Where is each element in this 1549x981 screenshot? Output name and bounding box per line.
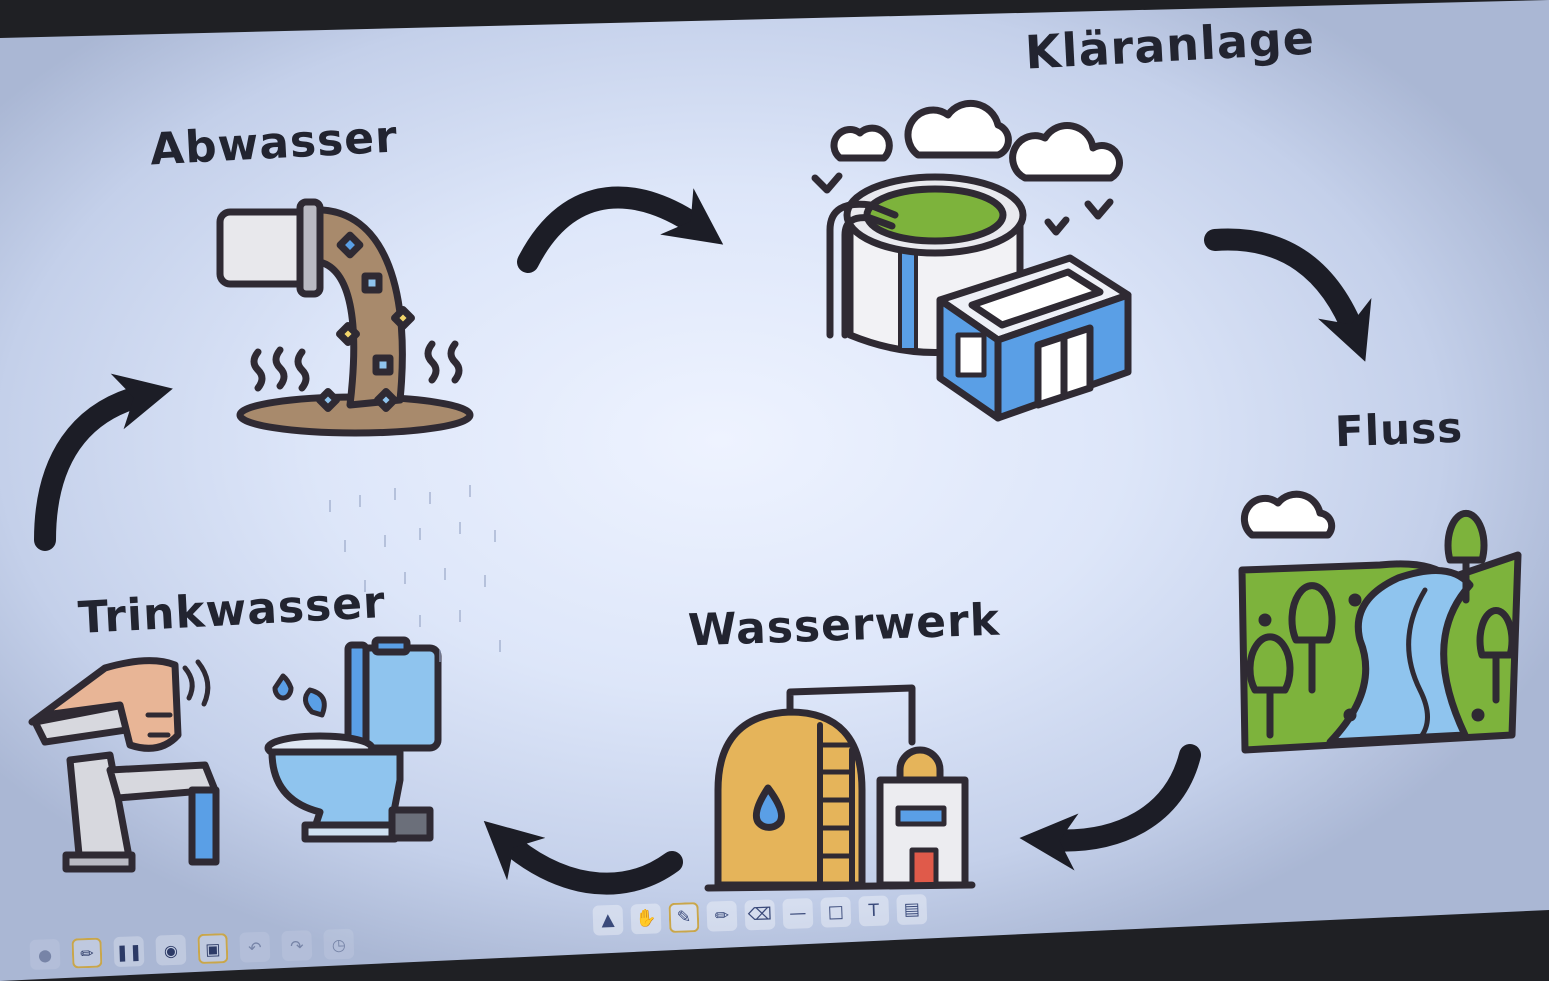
rectangle-icon[interactable]: □ [820, 896, 852, 928]
pause-icon[interactable]: ❚❚ [113, 936, 145, 968]
toilet-icon [264, 636, 442, 843]
arrow-klaeranlage-to-fluss [1204, 228, 1372, 362]
arrow-wasserwerk-to-trinkwasser [483, 820, 683, 895]
eraser-icon[interactable]: ⌫ [744, 899, 776, 931]
undo-icon[interactable]: ↶ [239, 931, 271, 963]
pointer-icon[interactable]: ▲ [592, 904, 624, 936]
arrow-fluss-to-wasserwerk [1019, 744, 1201, 871]
lock-icon[interactable]: ● [29, 938, 61, 970]
text-icon[interactable]: T [858, 895, 890, 927]
line-icon[interactable]: — [782, 898, 814, 930]
display-icon[interactable]: ▣ [197, 933, 229, 965]
waterworks-icon [704, 684, 976, 892]
pen-mode-icon[interactable]: ✏ [71, 937, 103, 969]
faint-marks [329, 485, 501, 662]
redo-icon[interactable]: ↷ [281, 930, 313, 962]
image-icon[interactable]: ▤ [896, 894, 928, 926]
highlighter-icon[interactable]: ✏ [706, 900, 738, 932]
arrow-abwasser-to-klaeranlage [517, 186, 724, 273]
timer-icon[interactable]: ◷ [323, 928, 355, 960]
pen-icon[interactable]: ✎ [668, 902, 700, 934]
tap-hand-icon [28, 657, 220, 873]
river-landscape-icon [1238, 490, 1522, 754]
hand-icon[interactable]: ✋ [630, 903, 662, 935]
arrow-trinkwasser-to-abwasser [34, 373, 173, 551]
sewage-pipe-icon [216, 198, 474, 437]
treatment-plant-icon [811, 99, 1132, 422]
camera-icon[interactable]: ◉ [155, 934, 187, 966]
